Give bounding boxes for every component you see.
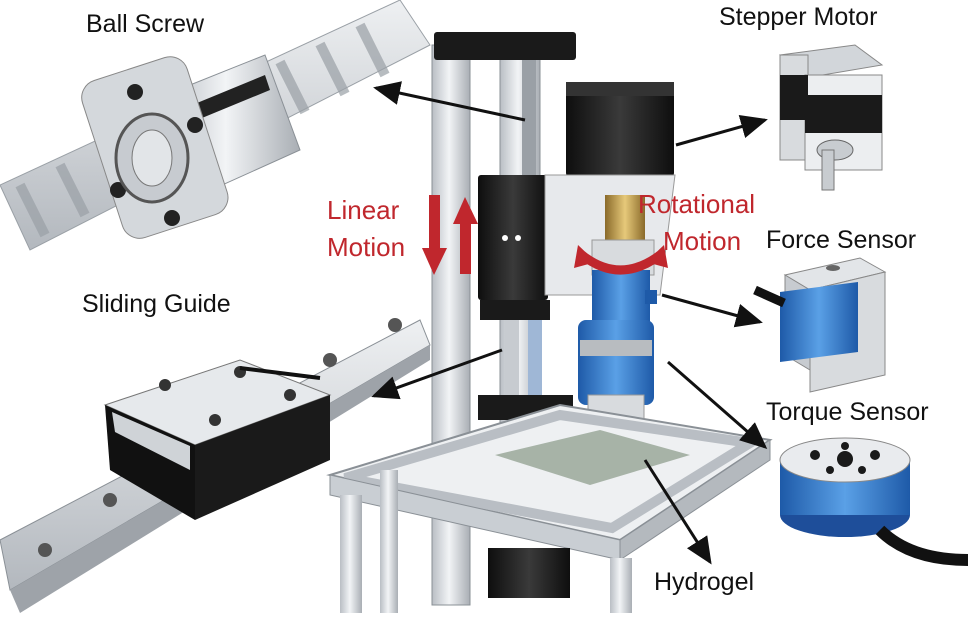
leader-arrows <box>371 81 768 565</box>
label-linear-motion-line1: Linear <box>327 195 400 225</box>
sliding-guide-illustration <box>0 318 431 613</box>
label-linear-motion-line2: Motion <box>327 232 406 262</box>
linear-motion-arrows <box>422 195 478 275</box>
force-sensor-illustration <box>753 257 887 393</box>
label-rotational-motion-line2: Motion <box>663 226 742 256</box>
label-hydrogel: Hydrogel <box>654 568 755 596</box>
arrow-hydrogel <box>643 459 712 565</box>
torque-sensor-illustration <box>779 437 968 566</box>
arrow-force-sensor <box>661 293 763 328</box>
label-rotational-motion-line1: Rotational <box>638 189 756 219</box>
arrow-ball-screw <box>373 81 526 122</box>
ball-screw-illustration <box>0 0 431 251</box>
arrow-sliding-guide <box>371 348 503 400</box>
label-ball-screw: Ball Screw <box>86 10 205 38</box>
label-force-sensor: Force Sensor <box>766 226 917 254</box>
stepper-motor-illustration <box>778 44 884 191</box>
label-sliding-guide: Sliding Guide <box>82 290 231 318</box>
arrow-stepper-motor <box>675 114 768 147</box>
arrow-torque-sensor <box>667 360 768 449</box>
label-stepper-motor: Stepper Motor <box>719 3 878 31</box>
label-torque-sensor: Torque Sensor <box>766 398 929 426</box>
